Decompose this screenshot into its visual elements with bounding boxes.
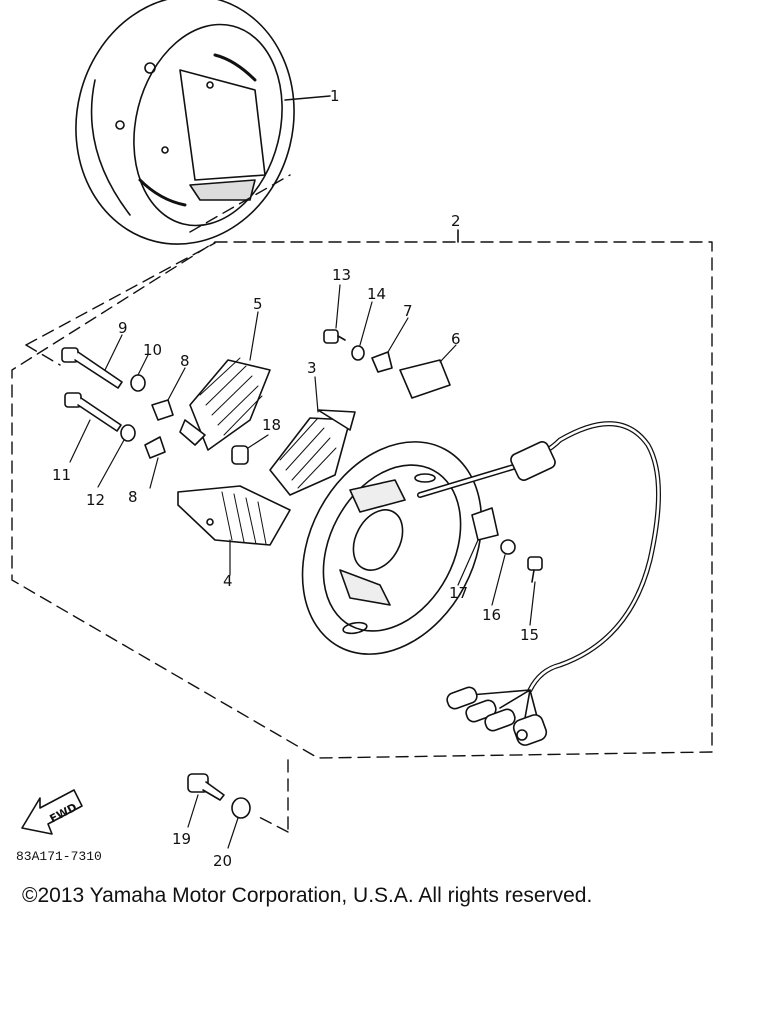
nut-16 bbox=[500, 539, 516, 555]
stator-base-icon bbox=[301, 441, 483, 655]
washer-14 bbox=[351, 345, 365, 361]
copyright-notice: ©2013 Yamaha Motor Corporation, U.S.A. A… bbox=[22, 884, 593, 907]
spacer-18 bbox=[231, 445, 249, 465]
leader-lines bbox=[69, 284, 536, 849]
bolt-icon bbox=[61, 329, 543, 801]
part-label-2: 2 bbox=[451, 212, 461, 230]
part-label-7: 7 bbox=[403, 302, 413, 320]
part-label-8a: 8 bbox=[180, 352, 190, 370]
part-label-4: 4 bbox=[223, 572, 233, 590]
part-label-13: 13 bbox=[332, 266, 351, 284]
washer-20 bbox=[231, 797, 251, 819]
bolt-9 bbox=[61, 347, 123, 389]
pickup-6 bbox=[399, 359, 451, 399]
fwd-arrow-icon: FWD bbox=[21, 789, 83, 835]
clip-8a bbox=[151, 399, 174, 421]
clip-8b bbox=[144, 436, 166, 459]
coil-icon bbox=[177, 357, 356, 546]
bolt-19 bbox=[187, 773, 225, 801]
leader-line-1 bbox=[284, 95, 331, 101]
connector-icon bbox=[446, 686, 548, 746]
part-label-8b: 8 bbox=[128, 488, 138, 506]
clamp-17 bbox=[471, 507, 499, 541]
diagram-code: 83A171-7310 bbox=[16, 849, 102, 864]
part-label-14: 14 bbox=[367, 285, 386, 303]
washer-icon bbox=[120, 345, 516, 819]
part-label-19: 19 bbox=[172, 830, 191, 848]
washer-12 bbox=[120, 424, 136, 442]
part-label-9: 9 bbox=[118, 319, 128, 337]
coil-4 bbox=[177, 485, 291, 546]
bolt-15 bbox=[527, 556, 543, 583]
part-label-11: 11 bbox=[52, 466, 71, 484]
part-labels: 1 2 3 4 5 6 7 8 8 9 10 11 12 13 14 15 16… bbox=[16, 87, 539, 870]
part-label-18: 18 bbox=[262, 416, 281, 434]
part-label-17: 17 bbox=[449, 584, 468, 602]
part-label-6: 6 bbox=[451, 330, 461, 348]
clamp-7 bbox=[371, 351, 393, 373]
bolt-13 bbox=[323, 329, 346, 344]
assembly-boundary bbox=[11, 174, 713, 833]
part-label-5: 5 bbox=[253, 295, 263, 313]
part-label-10: 10 bbox=[143, 341, 162, 359]
part-label-15: 15 bbox=[520, 626, 539, 644]
part-label-20: 20 bbox=[213, 852, 232, 870]
part-label-3: 3 bbox=[307, 359, 317, 377]
part-label-1: 1 bbox=[330, 87, 340, 105]
wire-harness-icon bbox=[417, 421, 662, 729]
flywheel-rotor-icon bbox=[75, 0, 295, 245]
coil-5 bbox=[179, 357, 271, 451]
washer-10 bbox=[130, 374, 146, 392]
part-label-16: 16 bbox=[482, 606, 501, 624]
bolt-11 bbox=[64, 392, 122, 432]
part-label-12: 12 bbox=[86, 491, 105, 509]
coil-3 bbox=[269, 409, 356, 496]
